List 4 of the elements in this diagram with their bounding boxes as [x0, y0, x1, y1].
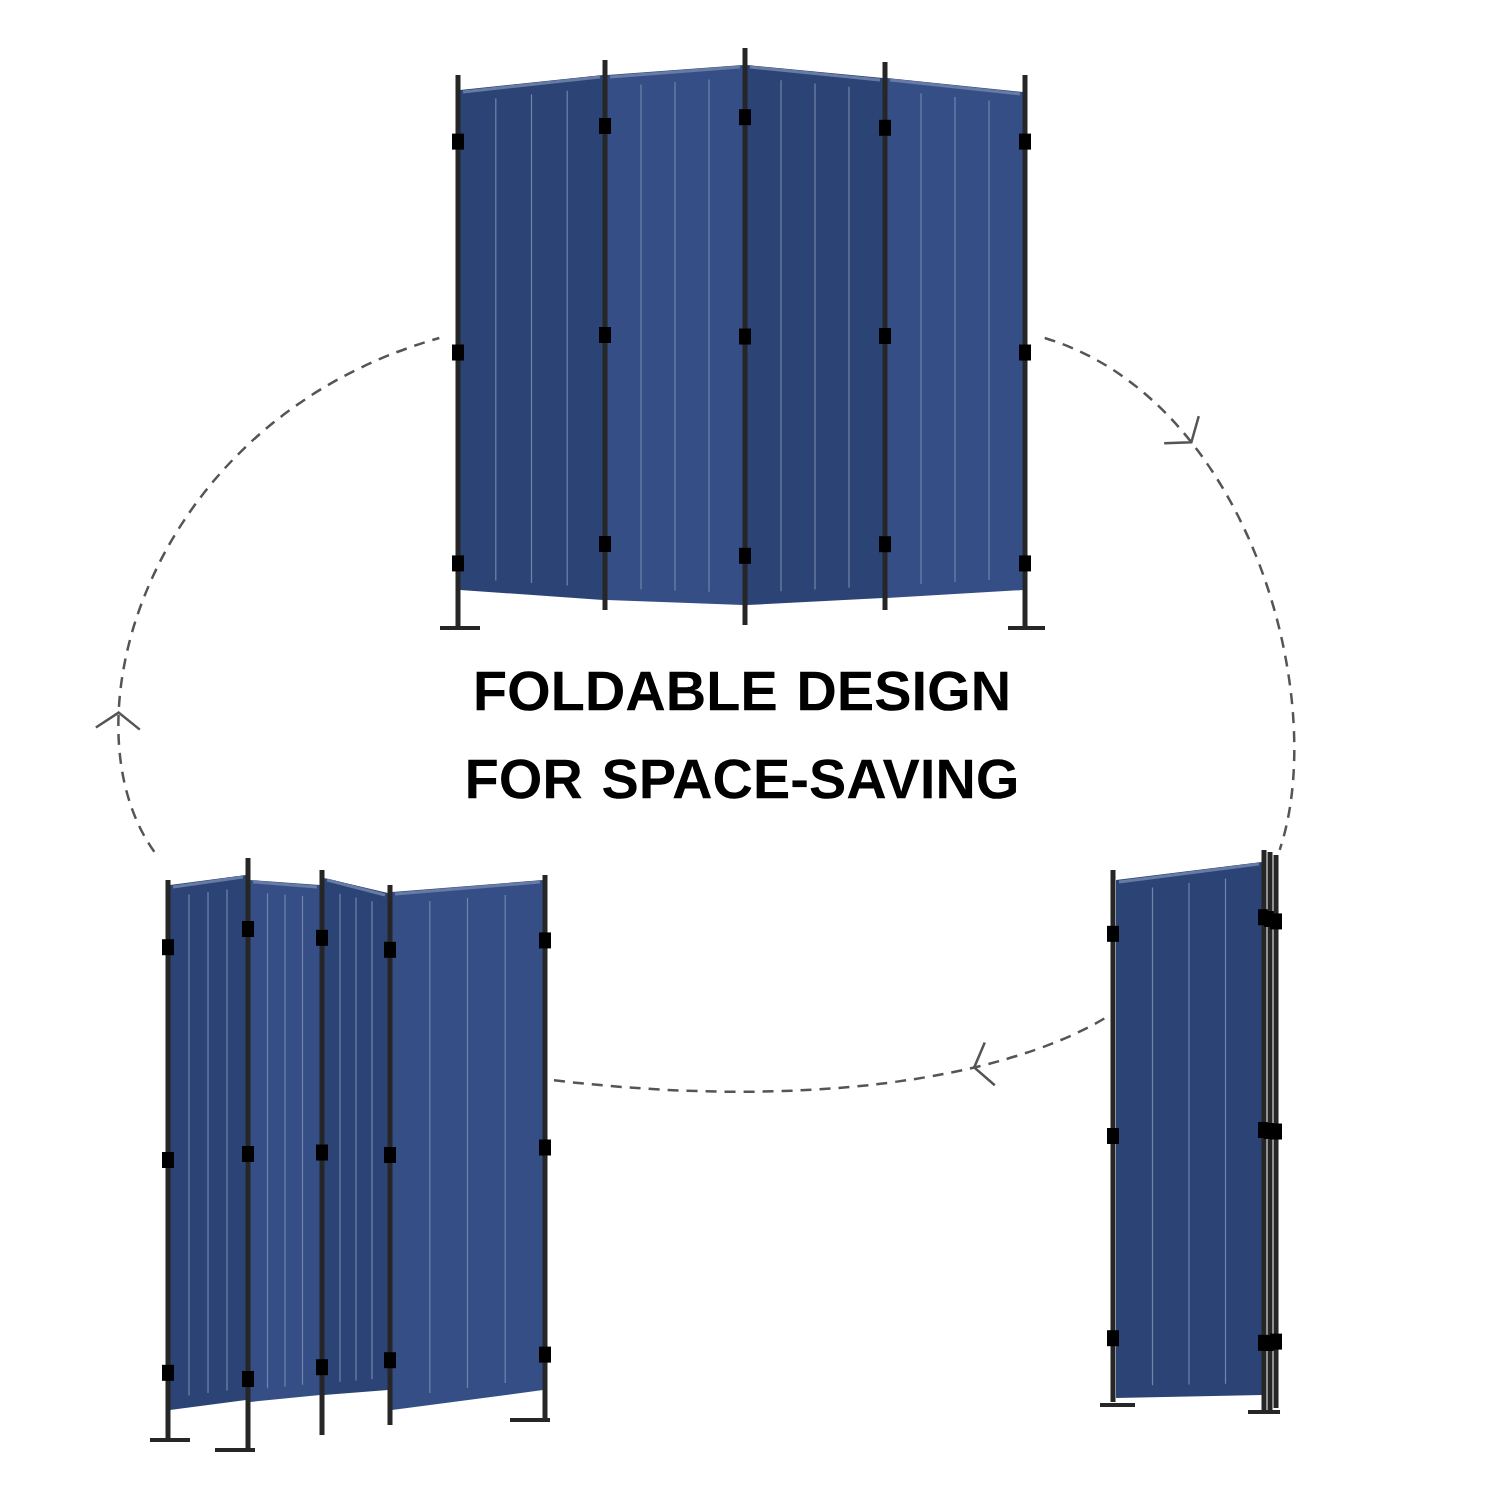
heading: FOLDABLE DESIGN FOR SPACE-SAVING — [468, 671, 1016, 799]
room-divider-drawing — [1100, 850, 1282, 1414]
room-divider-drawing — [150, 858, 551, 1452]
room-divider-drawing — [440, 48, 1045, 630]
